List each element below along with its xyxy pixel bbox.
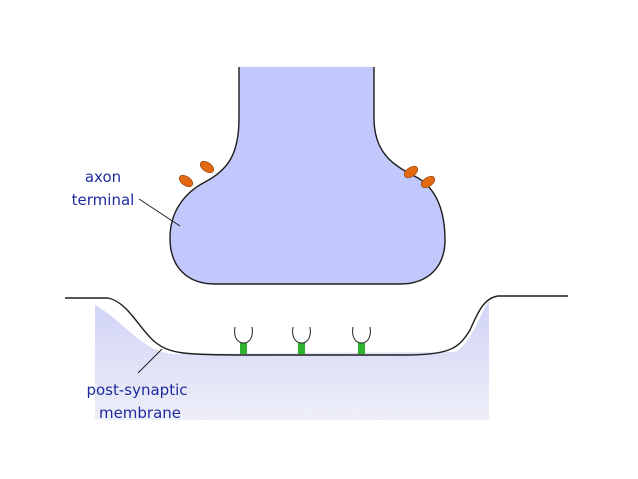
post-synaptic-membrane-line (65, 295, 568, 356)
receptor-stem (358, 342, 365, 354)
receptor (352, 326, 371, 354)
post-synaptic-leader-line (137, 348, 163, 374)
receptor-stem (298, 342, 305, 354)
receptor-stem (240, 342, 247, 354)
ion-channel (403, 165, 419, 179)
receptors (234, 326, 371, 354)
post-synaptic-label-line2: membrane (99, 404, 181, 422)
post-synaptic-label-line1: post-synaptic (86, 381, 187, 399)
receptor (292, 326, 311, 354)
axon-terminal-leader-line (138, 198, 181, 227)
receptor-cup (292, 326, 311, 344)
receptor (234, 326, 253, 354)
post-synaptic-grain (95, 300, 489, 420)
ion-channels (178, 160, 436, 189)
ion-channel (420, 175, 436, 189)
receptor-cup (352, 326, 371, 344)
receptor-cup (234, 326, 253, 344)
ion-channel (178, 174, 194, 188)
post-synaptic-cell (95, 300, 489, 420)
axon-terminal-label-line1: axon (85, 168, 121, 186)
axon-terminal-outline (169, 67, 446, 285)
axon-terminal-label-line2: terminal (72, 191, 135, 209)
ion-channel (199, 160, 215, 174)
axon-terminal-body (170, 67, 445, 284)
